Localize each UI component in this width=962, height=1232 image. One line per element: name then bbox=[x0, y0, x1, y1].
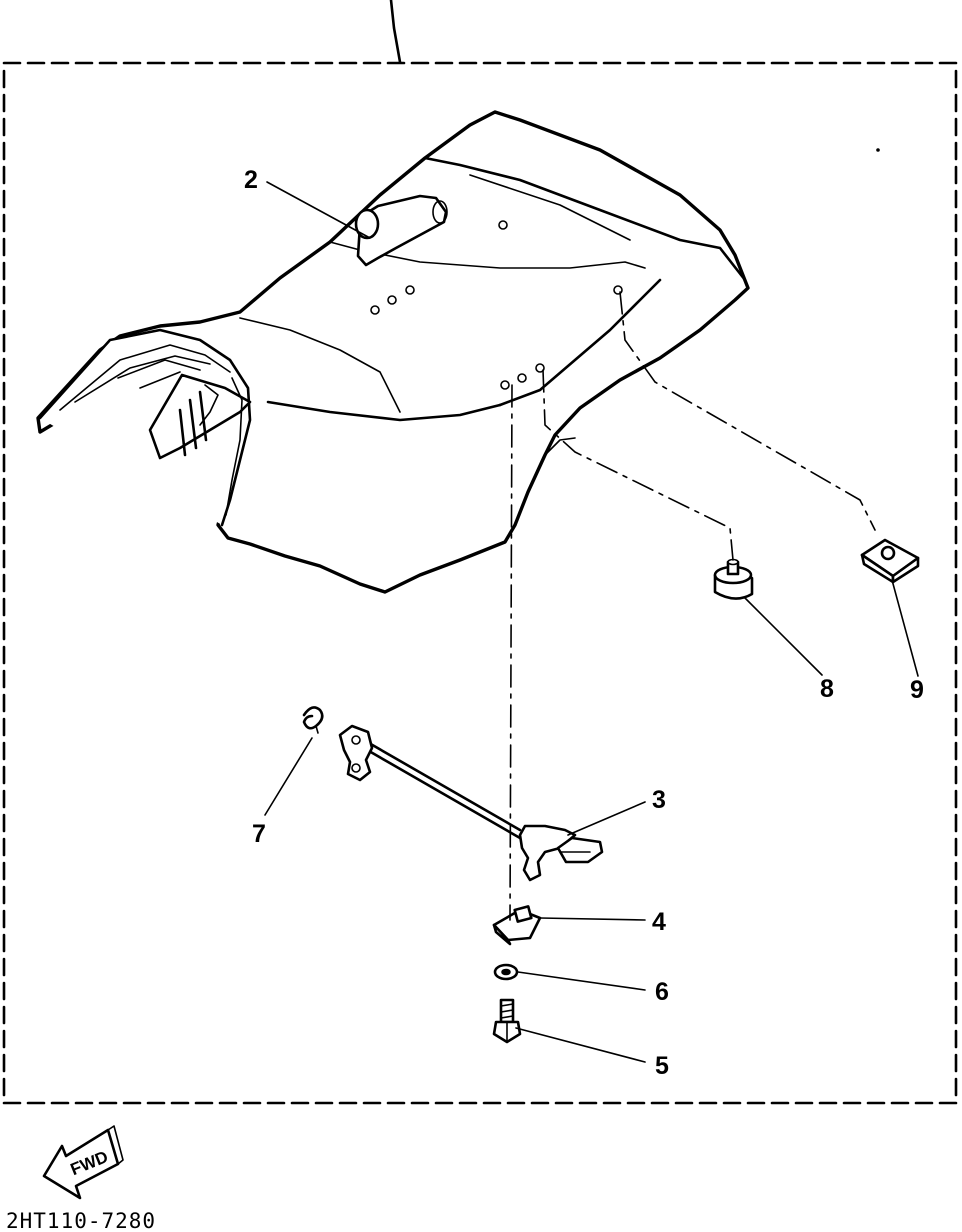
part-8-damper bbox=[713, 558, 754, 600]
assembly-centerlines bbox=[509, 291, 876, 921]
callout-4: 4 bbox=[652, 908, 666, 936]
callout-9: 9 bbox=[910, 676, 924, 704]
assembly-dashed-frame bbox=[2, 61, 958, 1105]
callout-5: 5 bbox=[655, 1052, 669, 1080]
callout-7: 7 bbox=[252, 820, 266, 848]
part-9-clip-nut bbox=[860, 538, 920, 584]
drawing-code: 2HT110-7280 bbox=[6, 1209, 156, 1232]
part-6-washer bbox=[493, 963, 519, 981]
part-4-bracket bbox=[492, 905, 542, 946]
part-3-seat-lock-rod bbox=[338, 724, 604, 882]
callout-8: 8 bbox=[820, 675, 834, 703]
callout-6: 6 bbox=[655, 978, 669, 1006]
fwd-arrow-icon: FWD bbox=[42, 1125, 124, 1200]
part-5-bolt bbox=[492, 998, 522, 1044]
callout-2: 2 bbox=[244, 166, 258, 194]
assembly-leader-line bbox=[389, 0, 402, 64]
seat-assembly bbox=[36, 110, 880, 594]
callout-leaders bbox=[264, 181, 919, 1063]
callout-3: 3 bbox=[652, 786, 666, 814]
part-7-clip bbox=[302, 706, 324, 734]
